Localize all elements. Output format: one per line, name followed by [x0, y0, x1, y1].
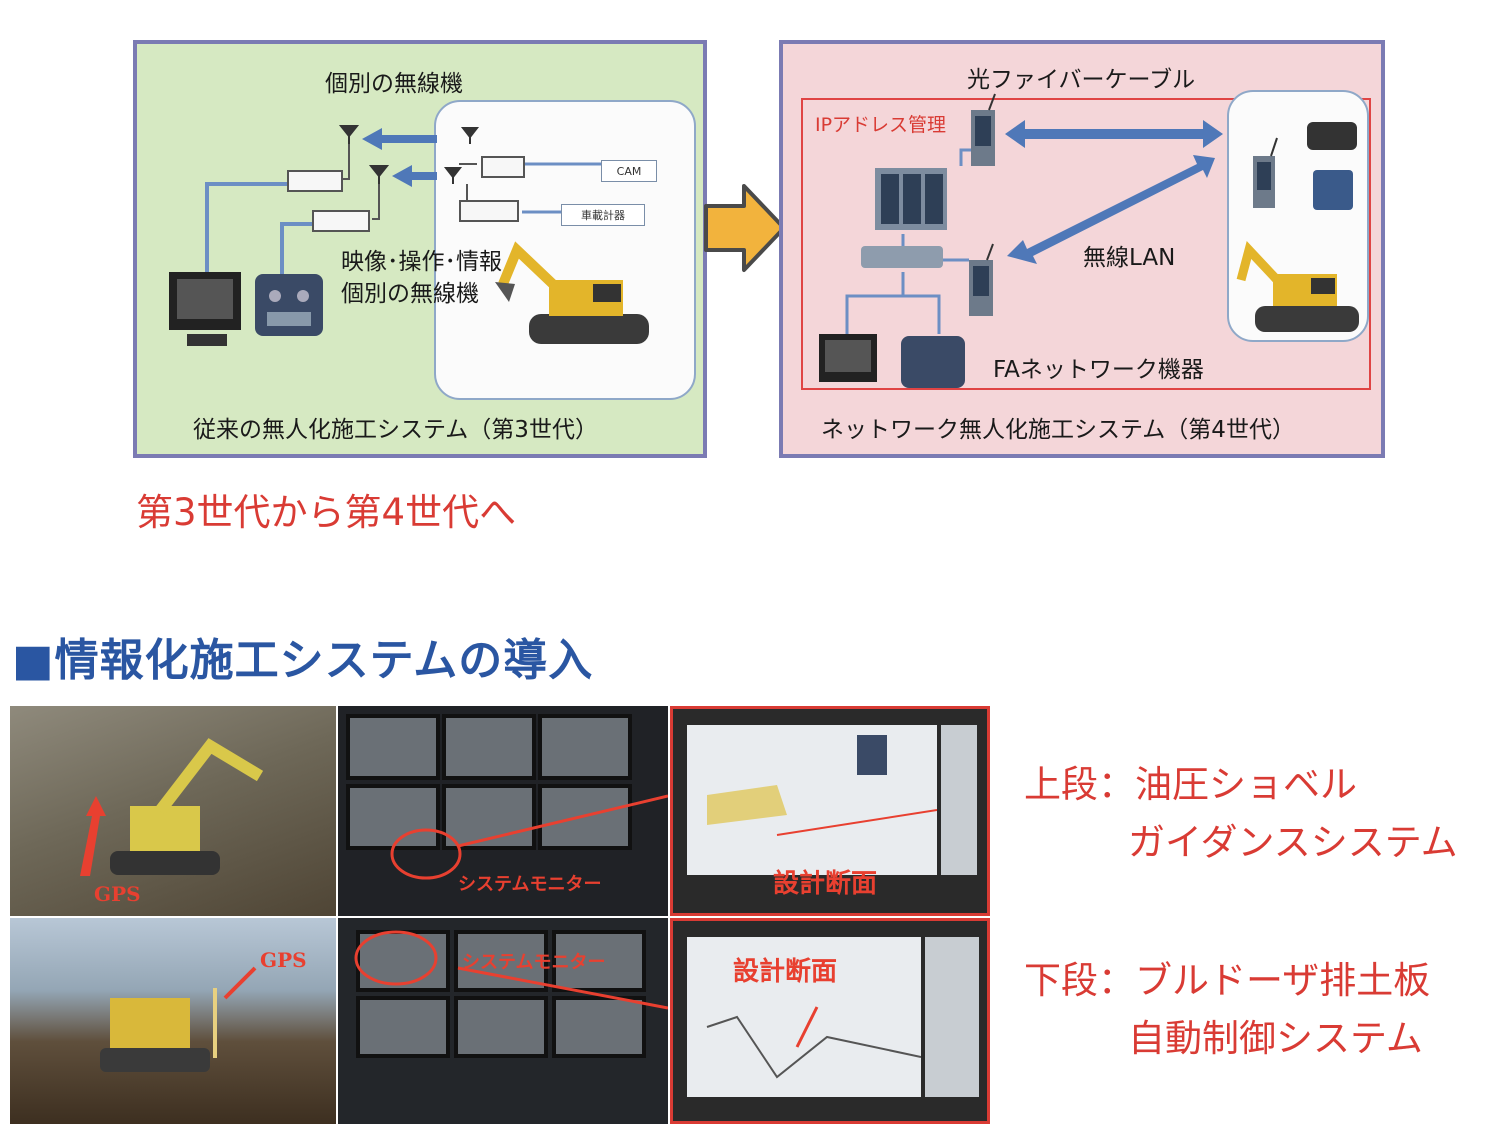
design-section-label-top: 設計断面 — [773, 869, 878, 899]
radio-device-3 — [481, 156, 525, 178]
system-monitor-label-bottom: システムモニター — [462, 952, 606, 973]
system-monitor-label-top: システムモニター — [458, 874, 602, 895]
radio-device-4 — [459, 200, 519, 222]
label-individual-radio-2: 個別の無線機 — [341, 281, 479, 307]
label-wireless-lan: 無線LAN — [1083, 245, 1176, 271]
sensor-tag: 車載計器 — [561, 204, 645, 226]
label-individual-radio: 個別の無線機 — [325, 71, 463, 97]
gps-label-bottom: GPS — [260, 948, 307, 972]
label-fiber-cable: 光ファイバーケーブル — [967, 67, 1196, 93]
third-generation-diagram: CAM 車載計器 個別の無線機 映像･操作･情報 個別の無線機 従来の無人化施工… — [133, 40, 707, 458]
label-video-control-info: 映像･操作･情報 — [341, 249, 502, 275]
fourth-generation-diagram: 光ファイバーケーブル IPアドレス管理 無線LAN FAネットワーク機器 ネット… — [779, 40, 1385, 458]
radio-device-2 — [312, 210, 370, 232]
site-area — [434, 100, 696, 400]
radio-device-1 — [287, 170, 343, 192]
fourth-gen-wiring — [819, 93, 1359, 388]
design-section-label-bottom: 設計断面 — [733, 957, 838, 987]
network-boundary — [801, 98, 1371, 390]
label-ip-management: IPアドレス管理 — [815, 114, 947, 136]
section-heading: ■情報化施工システムの導入 — [12, 635, 594, 686]
caption-upper-line2: ガイダンスシステム — [1128, 821, 1458, 864]
screen-design-section-top: 設計断面 — [670, 706, 990, 916]
caption-lower-line1: 下段：ブルドーザ排土板 — [1024, 959, 1431, 1002]
transition-caption: 第3世代から第4世代へ — [136, 491, 517, 534]
photo-bulldozer-gps: GPS — [10, 918, 336, 1124]
label-fa-network: FAネットワーク機器 — [993, 357, 1204, 383]
third-gen-wiring — [169, 125, 649, 346]
transition-arrow-icon — [704, 184, 786, 272]
photo-control-room-top: システムモニター — [338, 706, 668, 916]
fourth-gen-caption: ネットワーク無人化施工システム（第4世代） — [821, 417, 1295, 443]
screen-design-section-bottom: 設計断面 — [670, 918, 990, 1124]
caption-upper-line1: 上段：油圧ショベル — [1024, 763, 1357, 806]
third-gen-caption: 従来の無人化施工システム（第3世代） — [193, 417, 598, 443]
excavator-icon — [1236, 241, 1359, 332]
photo-excavator-gps: GPS — [10, 706, 336, 916]
photo-control-room-bottom: システムモニター — [338, 918, 668, 1124]
excavator-icon — [495, 241, 649, 344]
caption-lower-line2: 自動制御システム — [1128, 1017, 1423, 1060]
gps-label-top: GPS — [94, 882, 141, 906]
cam-tag: CAM — [601, 160, 657, 182]
